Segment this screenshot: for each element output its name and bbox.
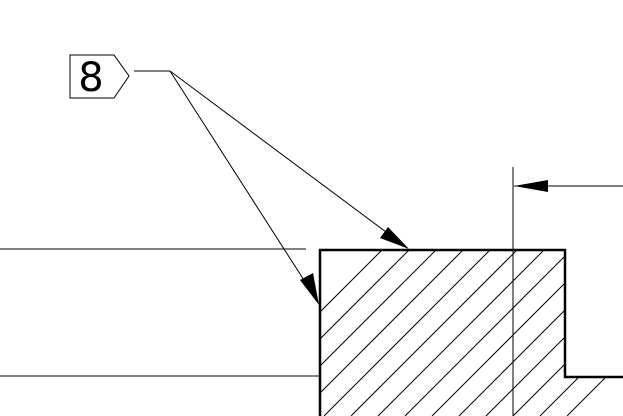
section-hatching [320,250,623,416]
dimension-arrowhead [514,180,548,192]
leader-arrowhead-top [380,227,409,249]
leader-arrowhead-side [300,273,319,305]
leader-line-side [169,70,310,289]
leader-line-top [169,70,395,239]
callout-balloon [69,54,130,99]
part-outline [318,248,623,416]
callout-label: 8 [78,55,103,101]
